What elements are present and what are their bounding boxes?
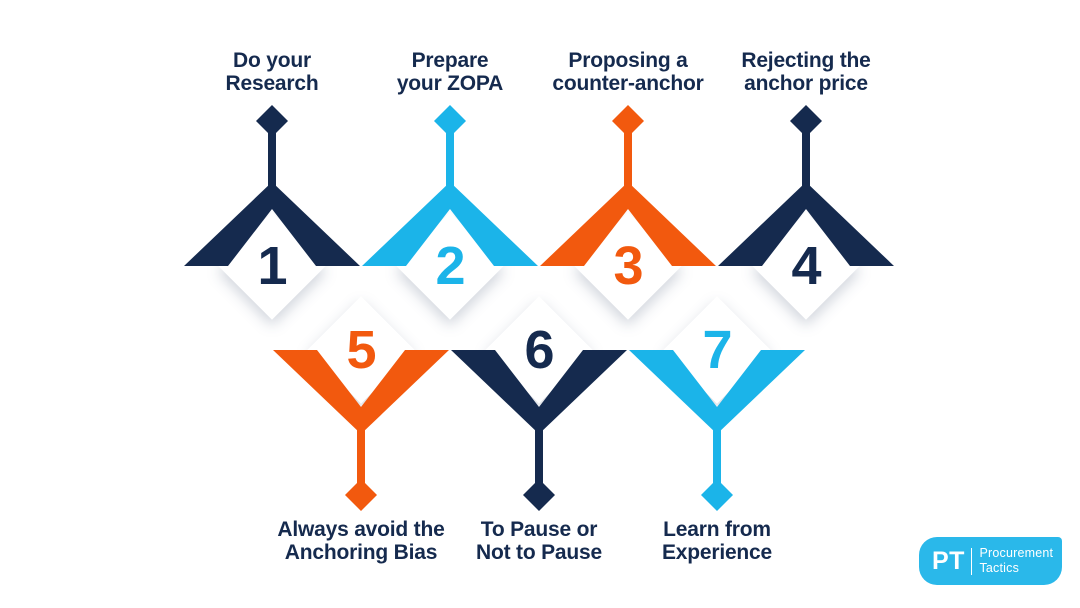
step-6-chevron-down-icon [451,350,627,511]
step-2-label: Prepare your ZOPA [396,49,504,95]
step-6-label: To Pause or Not to Pause [476,518,602,564]
step-4-label: Rejecting the anchor price [741,49,871,95]
step-5-number: 5 [346,320,376,380]
step-5-chevron-down-icon [273,350,449,511]
step-1: 1 Do your Research [182,49,362,429]
step-7-number: 7 [702,320,732,380]
step-2: 2 Prepare your ZOPA [360,49,540,429]
logo-wordmark-line2: Tactics [979,561,1020,575]
logo-monogram: PT [932,546,965,575]
step-4-chevron-up-icon [718,105,894,266]
logo-divider [970,547,973,575]
step-3-chevron-up-icon [540,105,716,266]
procurement-tactics-logo: PT Procurement Tactics [919,537,1062,585]
step-6-number: 6 [524,320,554,380]
step-3: 3 Proposing a counter-anchor [538,49,718,429]
step-1-label: Do your Research [225,49,319,95]
step-1-chevron-up-icon [184,105,360,266]
step-5-label: Always avoid the Anchoring Bias [277,518,445,564]
step-4-number: 4 [791,236,821,296]
step-7-label: Learn from Experience [661,518,773,564]
step-7: 7 Learn from Experience [627,296,807,608]
logo-wordmark: Procurement Tactics [979,546,1053,576]
step-2-chevron-up-icon [362,105,538,266]
step-3-label: Proposing a counter-anchor [552,49,704,95]
step-4: 4 Rejecting the anchor price [716,49,896,429]
step-2-number: 2 [435,236,465,296]
step-1-number: 1 [257,236,287,296]
step-5: 5 Always avoid the Anchoring Bias [271,296,451,608]
logo-wordmark-line1: Procurement [979,546,1054,560]
step-6: 6 To Pause or Not to Pause [449,296,629,608]
step-7-chevron-down-icon [629,350,805,511]
step-3-number: 3 [613,236,643,296]
